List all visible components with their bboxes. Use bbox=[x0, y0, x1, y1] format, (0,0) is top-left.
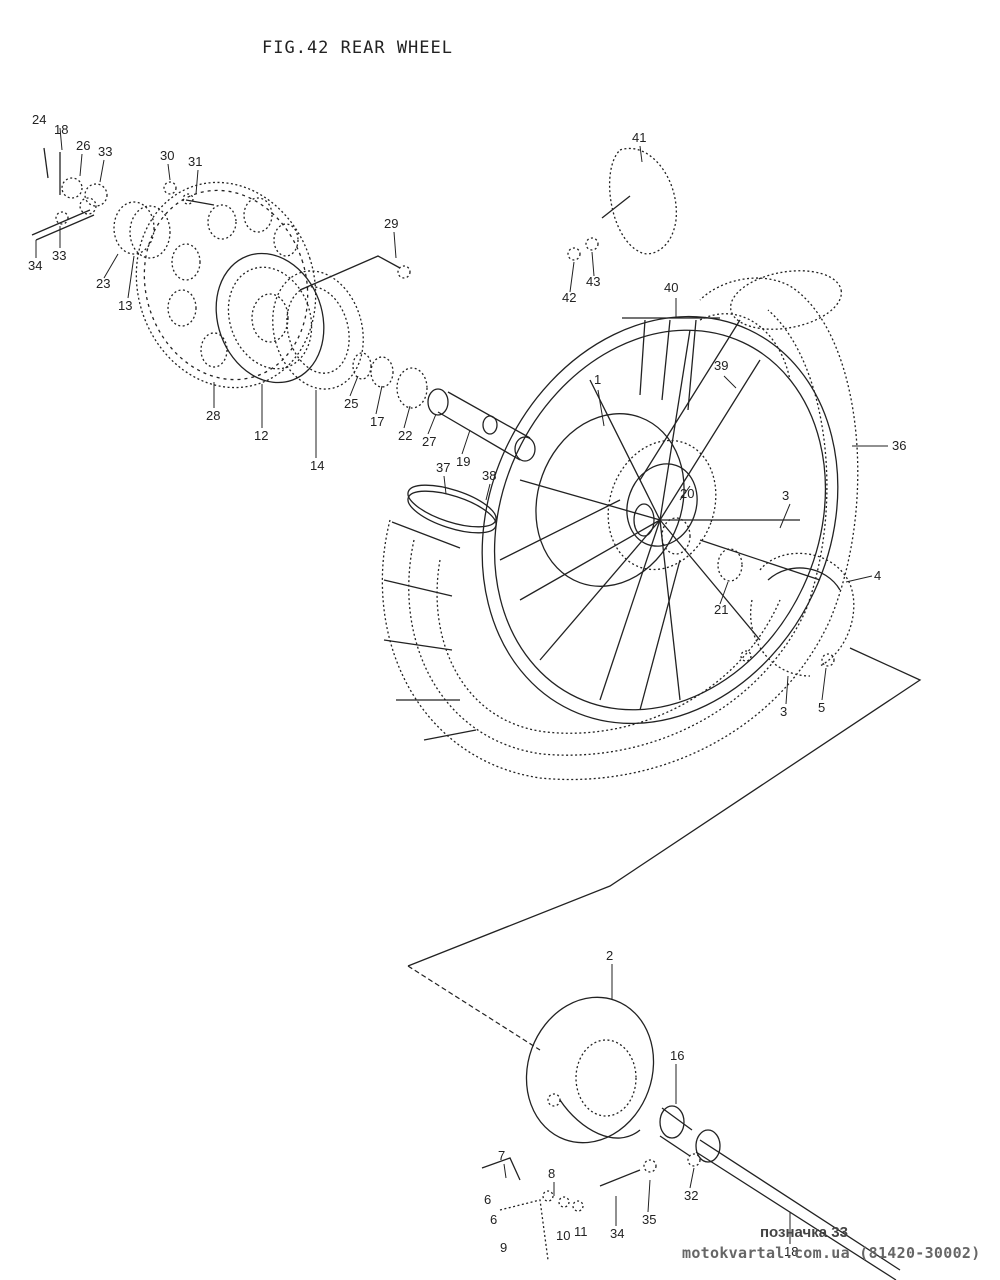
callout-23: 23 bbox=[96, 276, 110, 291]
callout-8: 8 bbox=[548, 1166, 555, 1181]
callout-35: 35 bbox=[642, 1212, 656, 1227]
callout-5: 5 bbox=[818, 700, 825, 715]
transfer-lines bbox=[407, 647, 922, 1051]
callout-33b: 33 bbox=[52, 248, 66, 263]
callout-12: 12 bbox=[254, 428, 268, 443]
callout-20: 20 bbox=[680, 486, 694, 501]
callout-9: 9 bbox=[500, 1240, 507, 1255]
rear-tire bbox=[381, 270, 859, 781]
callout-27: 27 bbox=[422, 434, 436, 449]
callout-14: 14 bbox=[310, 458, 324, 473]
wheel-hub bbox=[535, 413, 717, 587]
callout-6: 6 bbox=[484, 1192, 491, 1207]
callout-41: 41 bbox=[632, 130, 646, 145]
adjuster-fasteners bbox=[31, 147, 108, 241]
axle-bearings bbox=[352, 352, 449, 416]
callout-1: 1 bbox=[594, 372, 601, 387]
callout-2: 2 bbox=[606, 948, 613, 963]
wheel-flap bbox=[622, 313, 791, 411]
axle-spacer bbox=[437, 391, 536, 462]
callout-6b: 6 bbox=[490, 1212, 497, 1227]
callout-29: 29 bbox=[384, 216, 398, 231]
callout-36: 36 bbox=[892, 438, 906, 453]
callout-19: 19 bbox=[456, 454, 470, 469]
callout-42: 42 bbox=[562, 290, 576, 305]
callout-31: 31 bbox=[188, 154, 202, 169]
callout-10: 10 bbox=[556, 1228, 570, 1243]
callout-22: 22 bbox=[398, 428, 412, 443]
brake-cam-lever bbox=[481, 1153, 701, 1261]
callout-34b: 34 bbox=[610, 1226, 624, 1241]
rim-and-spokes bbox=[481, 315, 839, 725]
drum-bolt bbox=[299, 255, 411, 291]
callout-13: 13 bbox=[118, 298, 132, 313]
callout-37: 37 bbox=[436, 460, 450, 475]
callout-3: 3 bbox=[782, 488, 789, 503]
figure-title: FIG.42 REAR WHEEL bbox=[262, 38, 453, 58]
footer-source: motokvartal.com.ua (81420-30002) bbox=[682, 1244, 981, 1262]
chain-guide bbox=[567, 147, 677, 261]
callout-28: 28 bbox=[206, 408, 220, 423]
callout-25: 25 bbox=[344, 396, 358, 411]
callout-38: 38 bbox=[482, 468, 496, 483]
axle-and-spacer bbox=[659, 1105, 901, 1280]
sprocket-drum bbox=[215, 252, 325, 384]
callout-24: 24 bbox=[32, 112, 46, 127]
callout-4: 4 bbox=[874, 568, 881, 583]
callout-18: 18 bbox=[54, 122, 68, 137]
footer-mark: позначка 33 bbox=[760, 1224, 848, 1241]
callout-26: 26 bbox=[76, 138, 90, 153]
callout-34: 34 bbox=[28, 258, 42, 273]
callout-30: 30 bbox=[160, 148, 174, 163]
hub-spacer bbox=[717, 548, 743, 582]
callout-32: 32 bbox=[684, 1188, 698, 1203]
callout-39: 39 bbox=[714, 358, 728, 373]
sprocket-collar bbox=[113, 201, 171, 259]
rear-sprocket bbox=[135, 181, 317, 389]
callout-33: 33 bbox=[98, 144, 112, 159]
callout-21: 21 bbox=[714, 602, 728, 617]
callout-labels: 24 18 26 33 34 33 30 31 23 13 28 12 14 2… bbox=[28, 112, 906, 1259]
callout-16: 16 bbox=[670, 1048, 684, 1063]
callout-18b: 18 bbox=[784, 1244, 798, 1259]
callout-17: 17 bbox=[370, 414, 384, 429]
callout-3b: 3 bbox=[780, 704, 787, 719]
brake-panel bbox=[525, 996, 655, 1144]
brake-shoes bbox=[740, 552, 855, 677]
callout-43: 43 bbox=[586, 274, 600, 289]
callout-11: 11 bbox=[574, 1224, 588, 1239]
sprocket-bolts bbox=[163, 181, 215, 206]
callout-40: 40 bbox=[664, 280, 678, 295]
callout-7: 7 bbox=[498, 1148, 505, 1163]
